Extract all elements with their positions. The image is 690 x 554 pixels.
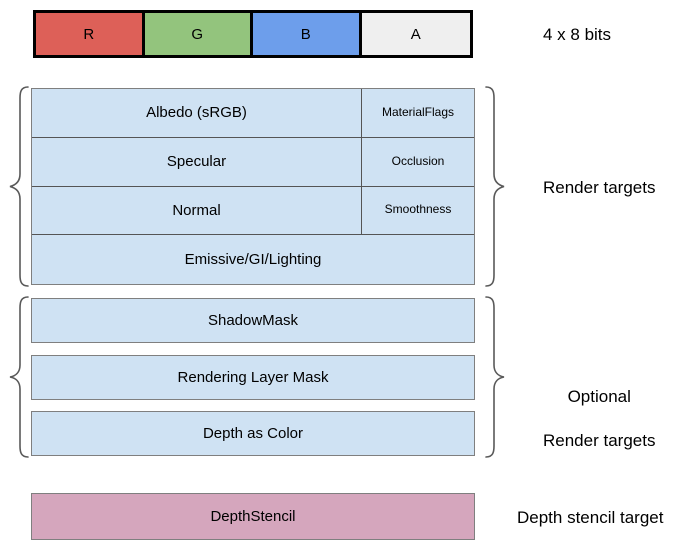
render-target-row: Normal Smoothness	[32, 186, 474, 236]
channel-cell-a: A	[361, 13, 470, 55]
render-target-row: Specular Occlusion	[32, 137, 474, 187]
render-target-name: Albedo (sRGB)	[32, 89, 362, 137]
render-target-alpha-channel: Occlusion	[391, 153, 445, 168]
optional-render-target-box: Rendering Layer Mask	[31, 355, 475, 400]
optional-render-target-box: ShadowMask	[31, 298, 475, 343]
optional-render-target-label: Depth as Color	[202, 424, 304, 442]
render-target-name: Emissive/GI/Lighting	[184, 251, 322, 268]
channel-label-g: G	[191, 25, 204, 43]
render-target-row: Emissive/GI/Lighting	[32, 235, 474, 284]
label-optional-line-1: Optional	[567, 387, 631, 407]
channel-cell-r: R	[36, 13, 145, 55]
optional-render-target-box: Depth as Color	[31, 411, 475, 456]
channel-cell-g: G	[144, 13, 253, 55]
label-bit-depth: 4 x 8 bits	[543, 25, 612, 44]
render-target-row: Albedo (sRGB) MaterialFlags	[32, 89, 474, 138]
channel-label-r: R	[83, 25, 95, 43]
left-brace-render-targets	[8, 86, 30, 287]
optional-render-target-label: ShadowMask	[207, 311, 299, 329]
left-brace-optional-render-targets	[8, 296, 30, 458]
right-brace-optional-render-targets	[484, 296, 506, 458]
depth-stencil-label: DepthStencil	[210, 507, 296, 525]
channel-label-b: B	[300, 25, 311, 43]
label-optional-render-targets: Optional Render targets	[543, 364, 655, 452]
label-optional-line-2: Render targets	[543, 431, 656, 451]
rgba-channel-bar: R G B A	[33, 10, 473, 58]
render-target-name: Specular	[32, 137, 362, 186]
channel-cell-b: B	[253, 13, 362, 55]
render-targets-table: Albedo (sRGB) MaterialFlags Specular Occ…	[31, 88, 475, 285]
depth-stencil-box: DepthStencil	[31, 493, 475, 540]
optional-render-target-label: Rendering Layer Mask	[177, 368, 329, 386]
render-target-alpha-channel: Smoothness	[384, 202, 452, 217]
right-brace-render-targets	[484, 86, 506, 287]
label-depth-stencil-target: Depth stencil target	[517, 508, 664, 527]
render-target-name: Normal	[32, 186, 362, 235]
label-render-targets: Render targets	[543, 178, 656, 197]
render-target-alpha-channel: MaterialFlags	[381, 104, 455, 119]
channel-label-a: A	[410, 25, 421, 43]
